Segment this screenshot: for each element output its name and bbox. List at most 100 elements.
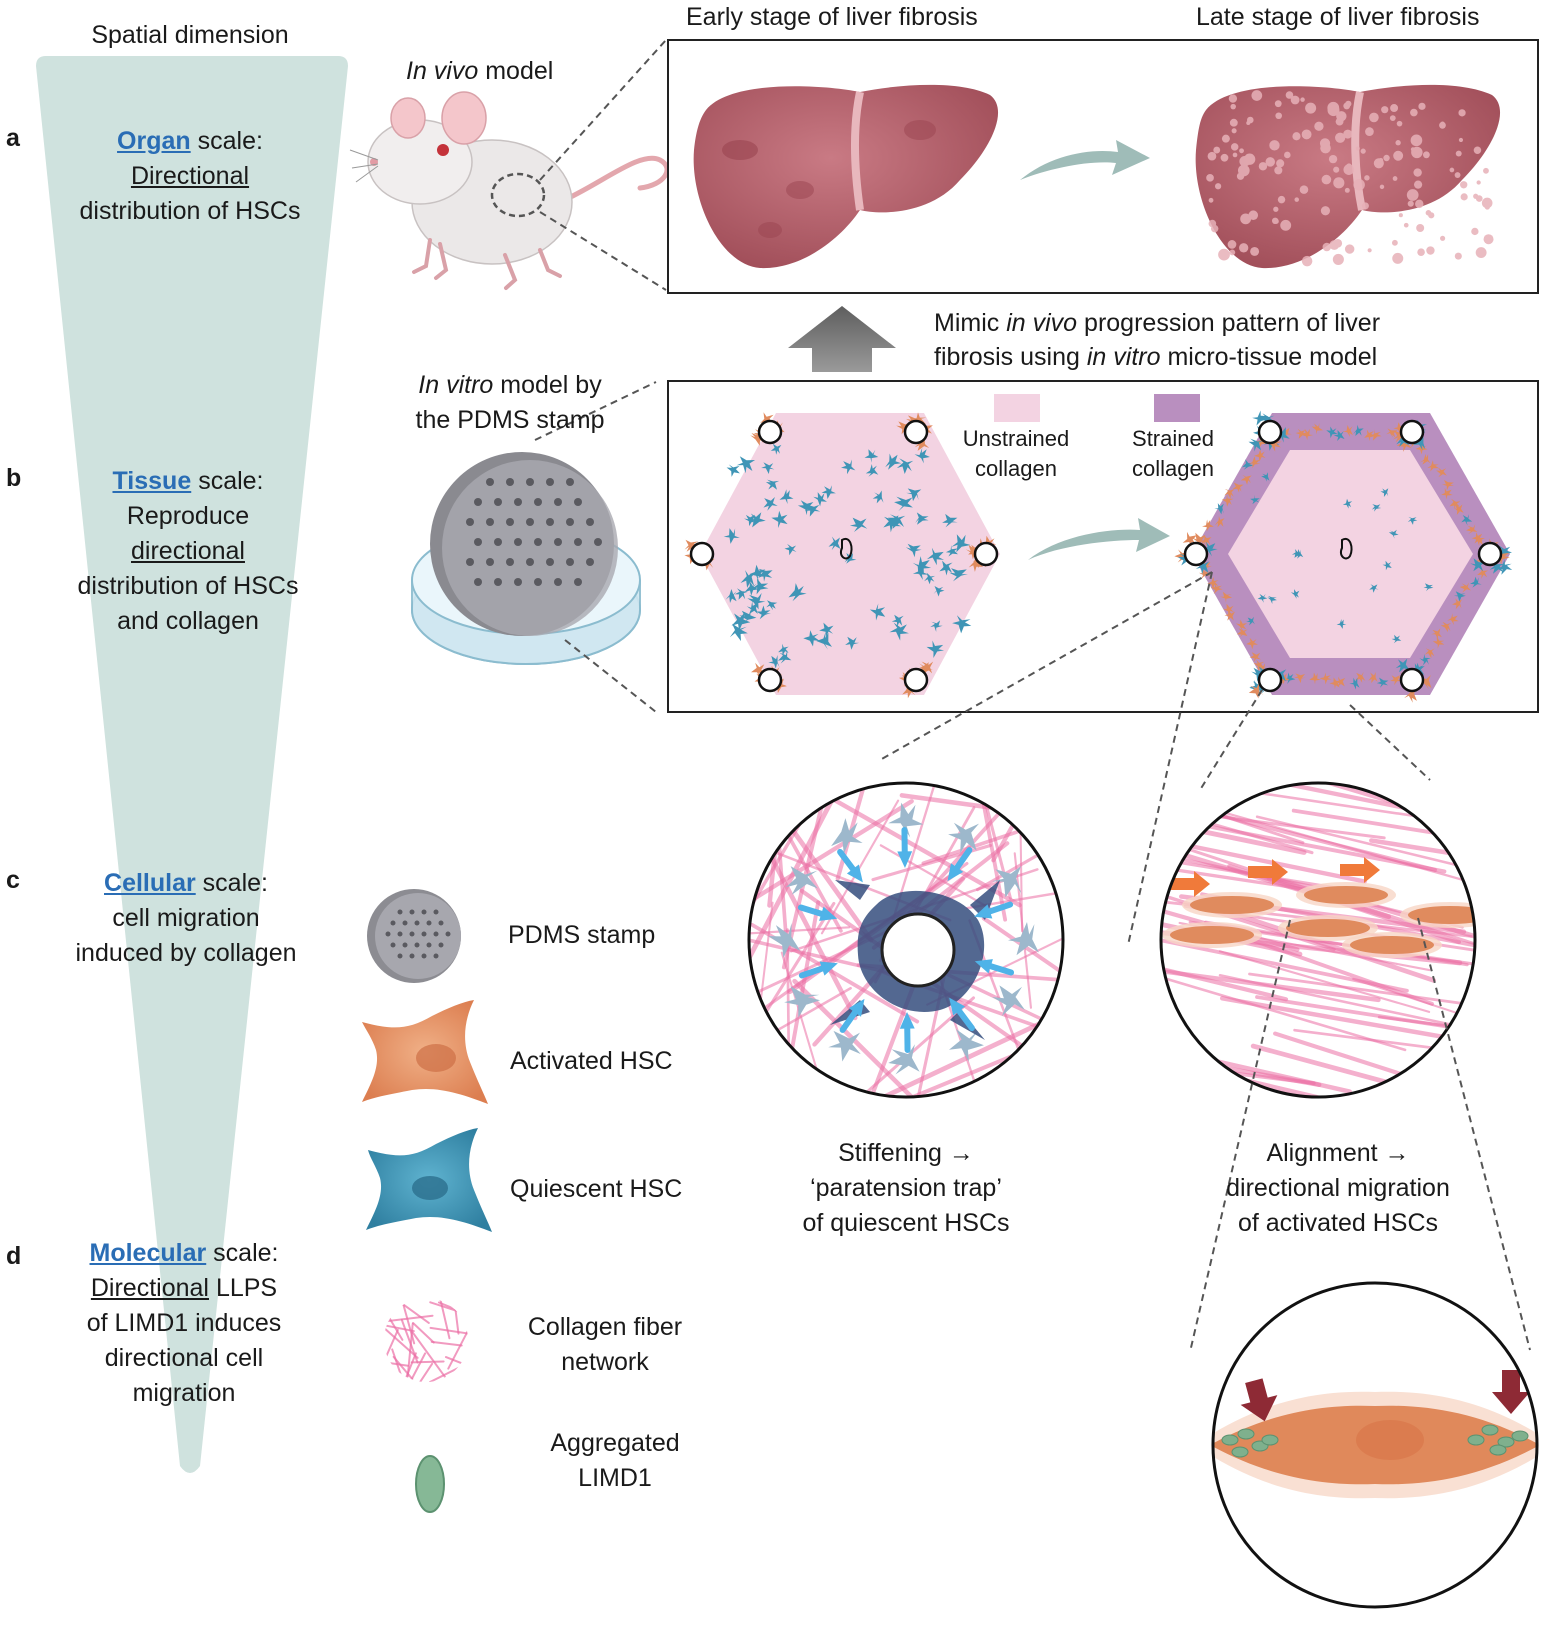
edge-hsc — [1283, 672, 1296, 684]
quiescent-hsc — [926, 547, 944, 566]
fibrotic-nodule — [1458, 109, 1466, 117]
fibrotic-nodule — [1269, 140, 1280, 151]
late-liver — [1195, 84, 1501, 269]
edge-hsc — [1342, 425, 1353, 437]
edge-hsc — [1214, 503, 1224, 515]
stamp-post — [390, 942, 396, 948]
stamp-post — [566, 518, 574, 526]
stamp-post — [506, 478, 514, 486]
central-vein — [1340, 537, 1353, 560]
collagen-fiber — [792, 978, 932, 1097]
limd1-droplet — [1497, 1436, 1515, 1448]
fibrotic-nodule — [1327, 101, 1340, 114]
quiescent-hsc — [725, 589, 737, 603]
unstrained-swatch — [994, 394, 1040, 422]
stamp-post — [546, 558, 554, 566]
edge-hsc — [1419, 653, 1431, 666]
edge-hsc — [1224, 610, 1235, 621]
quiescent-hsc — [778, 650, 792, 664]
micro-post — [973, 541, 999, 567]
stiff-l1: Stiffening → — [838, 1139, 974, 1167]
edge-hsc — [1333, 430, 1345, 441]
fibrotic-nodule — [1379, 184, 1385, 190]
quiescent-hsc — [948, 822, 979, 854]
quiescent-hsc — [915, 512, 929, 525]
legend-quiescent-label: Quiescent HSC — [510, 1175, 683, 1203]
stamp-post — [514, 578, 522, 586]
stamp-post — [586, 518, 594, 526]
fibrotic-nodule — [1473, 193, 1479, 199]
molecular-line2-rest: LLPS — [215, 1274, 278, 1302]
molecular-line4: directional cell — [104, 1344, 264, 1372]
edge-hsc — [1424, 648, 1435, 659]
collagen-fiber — [444, 1356, 468, 1370]
fibrotic-nodule — [1416, 224, 1425, 233]
quiescent-hsc — [828, 536, 841, 551]
edge-hsc — [1201, 534, 1212, 547]
align-l3: of activated HSCs — [1237, 1209, 1439, 1237]
limd1-droplet — [1481, 1424, 1499, 1436]
post-hsc — [1182, 531, 1197, 548]
stamp-post — [421, 909, 427, 915]
mimic-l2-b: micro-tissue model — [1167, 343, 1378, 371]
fibrotic-nodule — [1483, 167, 1489, 174]
quiescent-hsc — [992, 866, 1022, 898]
fibrotic-nodule — [1271, 217, 1279, 225]
mimic-up-arrow — [788, 306, 896, 372]
quiescent-hsc — [734, 588, 748, 600]
collagen-fiber — [749, 861, 969, 1025]
activated-hsc — [968, 555, 984, 572]
edge-hsc — [1459, 582, 1471, 593]
fibrotic-nodule — [1210, 224, 1219, 233]
post-hsc — [1418, 675, 1432, 690]
tissue-line3: directional — [131, 537, 245, 565]
fibrotic-nodule — [1449, 167, 1455, 173]
organ-line3: distribution of HSCs — [79, 197, 301, 225]
stamp-post — [466, 558, 474, 566]
quiescent-hsc — [784, 986, 821, 1018]
tissue-line4: distribution of HSCs — [77, 572, 299, 600]
edge-hsc — [1326, 426, 1338, 439]
quiescent-hsc — [770, 443, 782, 455]
stamp-post — [466, 518, 474, 526]
stamp-post — [526, 478, 534, 486]
invitro-rest: model by — [500, 371, 602, 399]
legend-collagen-l1: Collagen fiber — [527, 1313, 683, 1341]
fibrotic-nodule — [1220, 153, 1229, 162]
quiescent-hsc — [883, 515, 901, 533]
migration-arrowhead — [846, 864, 863, 883]
quiescent-hsc — [803, 630, 820, 647]
legend-activated-label: Activated HSC — [510, 1047, 673, 1075]
edge-hsc — [1235, 619, 1248, 632]
edge-hsc — [1222, 603, 1235, 616]
stamp-post — [421, 931, 427, 937]
fibrotic-nodule — [1299, 185, 1309, 194]
tissue-scale-text: Tissue scale: Reproduce directional dist… — [38, 464, 338, 639]
progression-arrow — [1020, 140, 1150, 180]
stamp-post — [486, 558, 494, 566]
edge-hsc — [1334, 676, 1346, 687]
quiescent-hsc — [1369, 584, 1379, 593]
edge-hsc — [1349, 677, 1360, 690]
stamp-post — [574, 578, 582, 586]
quiescent-hsc — [992, 985, 1025, 1017]
tissue-progression-arrow — [1028, 518, 1170, 560]
edge-hsc — [1220, 591, 1233, 603]
aligned-collagen-fiber — [1161, 892, 1300, 952]
quiescent-hsc — [763, 497, 778, 511]
limd1-droplet — [1221, 1434, 1239, 1446]
edge-hsc — [1295, 428, 1307, 439]
molecular-line5: migration — [132, 1379, 236, 1407]
fibrotic-nodule — [1333, 166, 1340, 173]
fibrotic-nodule — [1454, 252, 1462, 260]
fibrotic-nodule — [1389, 115, 1396, 122]
stamp-post — [445, 931, 451, 937]
micro-post — [1477, 541, 1503, 567]
limd1-droplet — [1467, 1434, 1485, 1446]
aligned-collagen-fiber — [1161, 957, 1381, 1003]
fibrotic-nodule — [1290, 95, 1300, 105]
fibrotic-nodule — [1355, 146, 1360, 151]
edge-hsc — [1224, 489, 1235, 499]
limd1-droplet — [1489, 1444, 1507, 1456]
